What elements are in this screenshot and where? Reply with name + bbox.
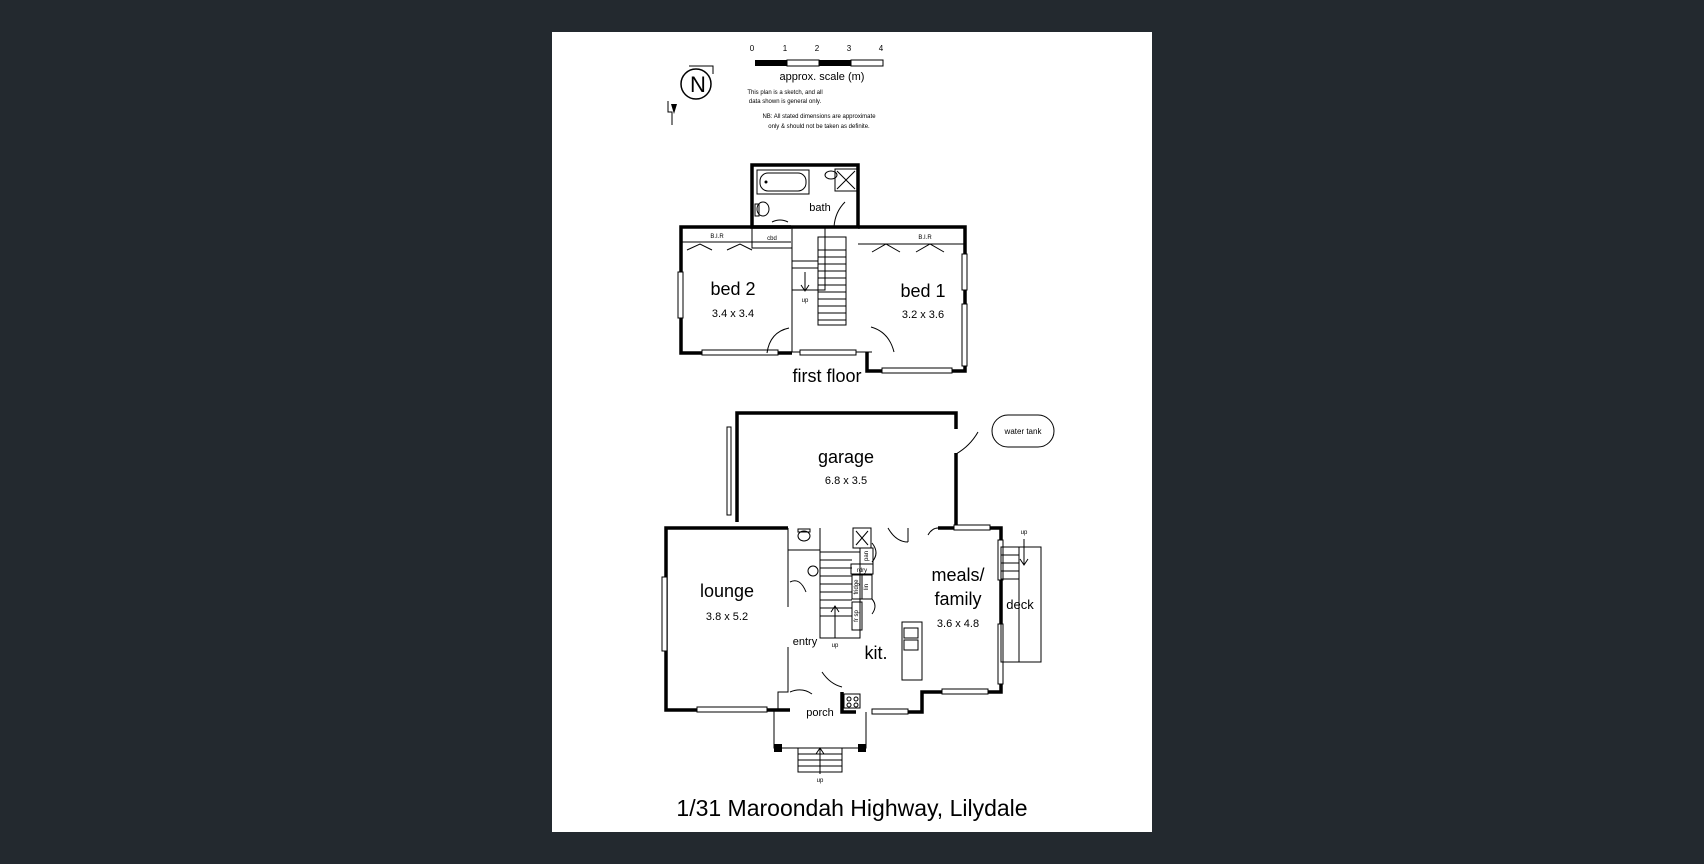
first-floor-title: first floor bbox=[792, 366, 861, 386]
ground-stairs-up: up bbox=[832, 643, 839, 649]
sketch-note-line2: data shown is general only. bbox=[749, 99, 822, 105]
bed2-name: bed 2 bbox=[710, 279, 755, 299]
garage-name: garage bbox=[818, 447, 874, 467]
bed1-name: bed 1 bbox=[900, 281, 945, 301]
porch-up-label: up bbox=[817, 778, 824, 784]
garage-size: 6.8 x 3.5 bbox=[825, 475, 867, 487]
bed2-size: 3.4 x 3.4 bbox=[712, 308, 754, 320]
dimension-note-line1: NB: All stated dimensions are approximat… bbox=[762, 114, 876, 120]
dimension-note-line2: only & should not be taken as definite. bbox=[768, 124, 870, 130]
bir-left-label: B.I.R bbox=[710, 234, 724, 240]
scale-tick-0: 0 bbox=[750, 44, 755, 53]
scale-label: approx. scale (m) bbox=[780, 71, 865, 83]
first-floor-stairs-up: up bbox=[802, 298, 809, 304]
lounge-size: 3.8 x 5.2 bbox=[706, 611, 748, 623]
fridge-space-label: fr sp bbox=[854, 610, 860, 622]
linen-label: lin bbox=[864, 584, 870, 590]
kitchen-label: kit. bbox=[864, 643, 887, 663]
compass-letter: N bbox=[690, 72, 706, 97]
lounge-name: lounge bbox=[700, 581, 754, 601]
scale-bar: 0 1 2 3 4 approx. scale (m) This plan is… bbox=[747, 44, 883, 130]
first-floor-plan: bath cbd B.I.R bed 2 3.4 x 3.4 bbox=[677, 163, 968, 386]
north-compass-icon: N bbox=[667, 65, 714, 125]
deck-up-label: up bbox=[1021, 530, 1028, 536]
bath-label: bath bbox=[809, 202, 830, 214]
water-tank-label: water tank bbox=[1004, 427, 1043, 436]
scale-tick-4: 4 bbox=[879, 44, 884, 53]
meals-size: 3.6 x 4.8 bbox=[937, 618, 979, 630]
address-title: 1/31 Maroondah Highway, Lilydale bbox=[676, 795, 1027, 821]
porch-label: porch bbox=[806, 707, 834, 719]
rdry-label: rdry bbox=[857, 568, 867, 574]
floor-plan-drawing: 0 1 2 3 4 approx. scale (m) This plan is… bbox=[661, 44, 1055, 821]
scale-tick-2: 2 bbox=[815, 44, 820, 53]
scale-tick-3: 3 bbox=[847, 44, 852, 53]
sketch-note-line1: This plan is a sketch, and all bbox=[747, 90, 822, 96]
ground-floor-plan: garage 6.8 x 3.5 water tank lounge 3.8 x… bbox=[661, 411, 1055, 784]
entry-label: entry bbox=[793, 636, 818, 648]
scale-tick-1: 1 bbox=[783, 44, 788, 53]
floor-plan-card: 0 1 2 3 4 approx. scale (m) This plan is… bbox=[552, 32, 1152, 832]
meals-label-line2: family bbox=[934, 589, 981, 609]
bir-right-label: B.I.R bbox=[918, 235, 932, 241]
fridge-label: fridge bbox=[854, 579, 860, 595]
meals-label-line1: meals/ bbox=[931, 565, 984, 585]
bed1-size: 3.2 x 3.6 bbox=[902, 309, 944, 321]
deck-label: deck bbox=[1006, 597, 1034, 612]
cbd-label: cbd bbox=[767, 236, 777, 242]
pantry-label: pan bbox=[864, 551, 870, 561]
